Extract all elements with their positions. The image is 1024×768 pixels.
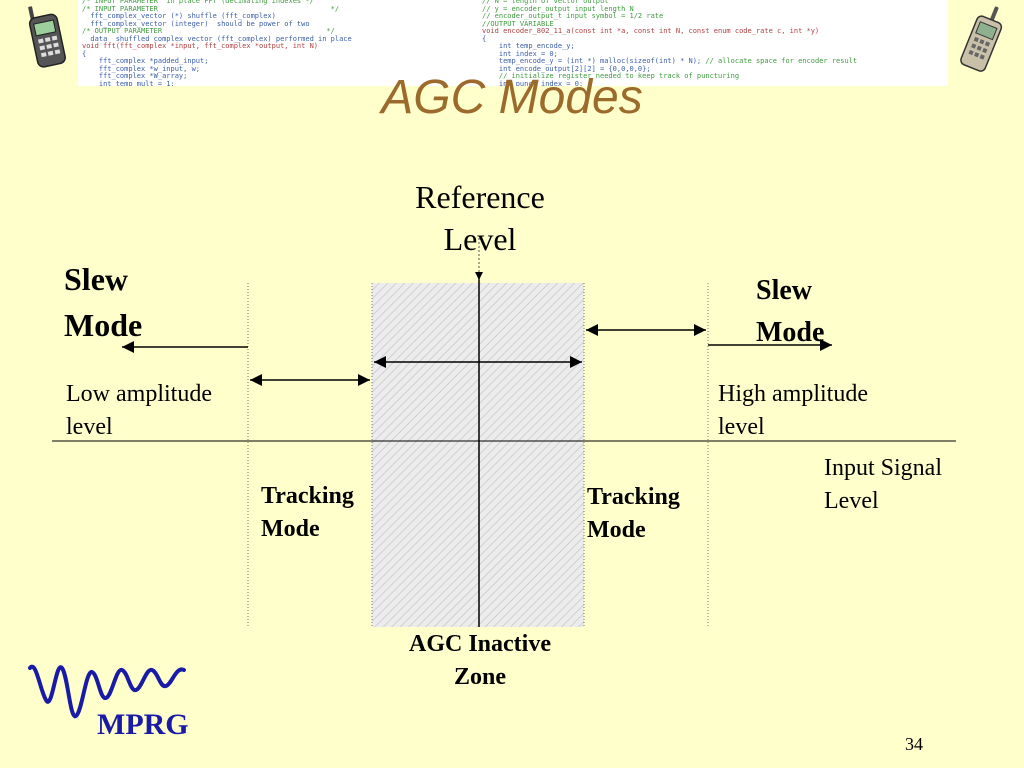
page-number: 34 [905, 734, 923, 754]
tracking-mode-left-label: Tracking Mode [261, 483, 354, 542]
cell-phone-icon-right [960, 6, 1003, 72]
code-image-right: // N = length of vector output // y = en… [482, 0, 858, 86]
slide-title: AGC Modes [381, 71, 643, 124]
slew-mode-right-label: Slew Mode [756, 275, 825, 348]
low-amplitude-label: Low amplitude level [66, 381, 212, 440]
reference-level-label: Reference Level [415, 179, 545, 257]
code-banner-image: /* INPUT PARAMETER in place FFT (decimat… [78, 0, 948, 86]
mprg-logo-text: MPRG [97, 708, 189, 741]
high-amplitude-label: High amplitude level [718, 381, 868, 440]
slew-mode-left-label: Slew Mode [64, 261, 143, 343]
agc-inactive-zone-label: AGC Inactive Zone [409, 631, 551, 690]
agc-inactive-zone-region [372, 283, 584, 627]
tracking-mode-right-label: Tracking Mode [587, 484, 680, 543]
code-image-left: /* INPUT PARAMETER in place FFT (decimat… [82, 0, 352, 86]
input-signal-level-label: Input Signal Level [824, 455, 942, 514]
cell-phone-icon-left [28, 6, 66, 68]
mprg-logo-wave-icon [28, 664, 186, 719]
